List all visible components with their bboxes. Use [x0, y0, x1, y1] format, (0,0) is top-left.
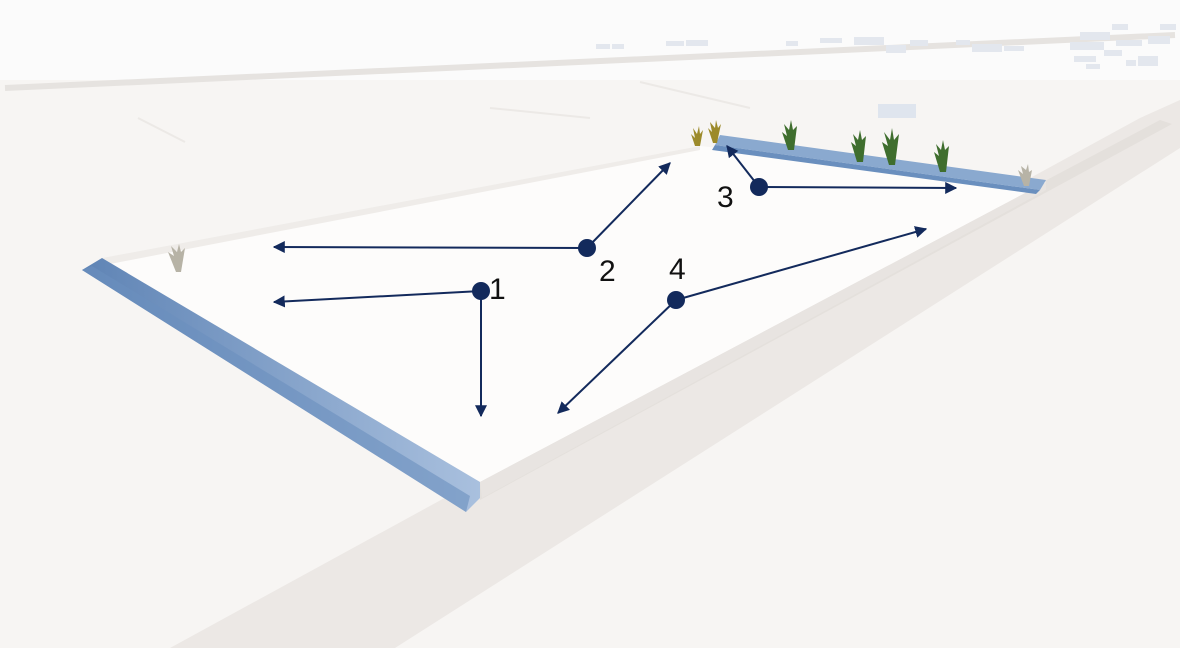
arrow-4-northeast	[675, 226, 928, 301]
arrow-2-west	[272, 241, 588, 254]
site-edge-right	[480, 182, 1046, 498]
tree-icon	[1018, 164, 1032, 186]
tree-icon	[782, 120, 797, 150]
tree-icon	[851, 130, 866, 162]
point-label-3: 3	[717, 181, 734, 214]
water-channel-right-shade	[712, 145, 1040, 194]
point-marker-4	[667, 291, 685, 309]
point-marker-2	[578, 239, 596, 257]
arrow-1-west	[272, 290, 482, 308]
tree-icon	[691, 126, 703, 146]
arrow-2-northeast	[586, 162, 671, 249]
water-channel-left-shade	[82, 266, 470, 512]
tree-icon	[168, 244, 185, 272]
field-marks	[137, 81, 751, 143]
site-edge-top	[102, 146, 700, 264]
trees	[168, 120, 1032, 272]
arrow-4-southwest	[557, 299, 677, 414]
distant-buildings	[596, 24, 1176, 118]
point-marker-3	[750, 178, 768, 196]
tree-icon	[708, 120, 721, 143]
horizon-road	[4, 32, 1176, 91]
tree-icon	[882, 128, 899, 165]
sky	[0, 0, 1180, 80]
point-label-1: 1	[489, 273, 506, 306]
water-channel-right	[715, 135, 1046, 190]
tree-icon	[934, 140, 949, 172]
point-marker-1	[472, 282, 490, 300]
point-label-4: 4	[669, 253, 686, 286]
arrow-3-east	[758, 181, 958, 194]
point-label-2: 2	[599, 255, 616, 288]
site-plot	[102, 146, 1046, 482]
